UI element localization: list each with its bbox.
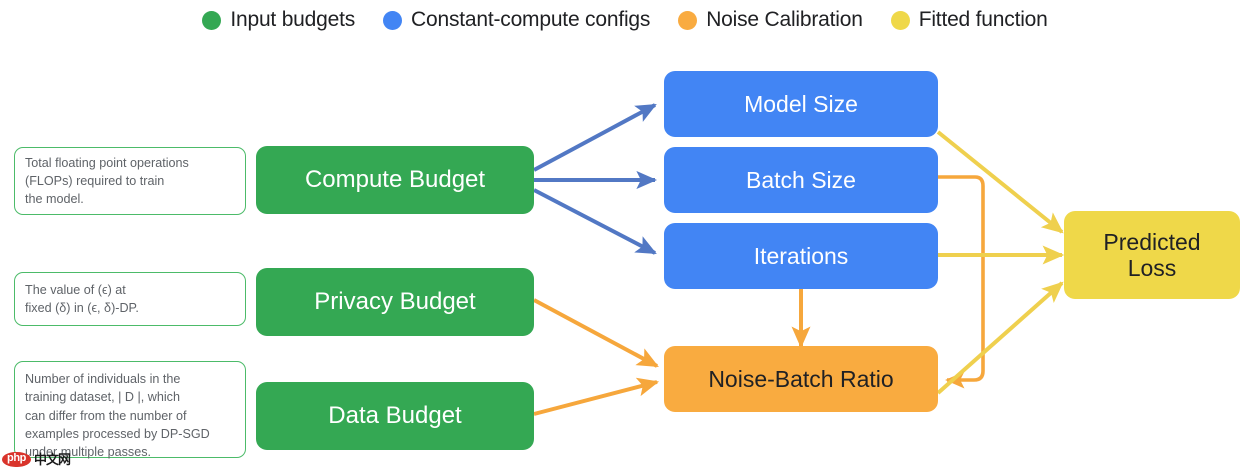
edge-batch-size-to-noise-batch-ratio: [938, 175, 985, 389]
watermark-text: 中文网: [33, 452, 71, 468]
edge-model-size-to-predicted-loss: [936, 130, 1064, 234]
node-compute-budget[interactable]: Compute Budget: [256, 146, 534, 214]
circle-icon: [383, 10, 403, 30]
node-predicted-loss[interactable]: Predicted Loss: [1064, 211, 1240, 299]
node-iterations[interactable]: Iterations: [664, 223, 938, 289]
predicted-loss-line-1: Predicted: [1103, 228, 1201, 255]
node-privacy-budget[interactable]: Privacy Budget: [256, 268, 534, 336]
note-text: Total floating point operations (FLOPs) …: [25, 155, 189, 207]
note-compute-budget: Total floating point operations (FLOPs) …: [14, 147, 246, 215]
legend-label: Input budgets: [230, 8, 356, 31]
edge-privacy-to-noise-batch-ratio: [533, 298, 659, 368]
predicted-loss-line-2: Loss: [1127, 255, 1177, 281]
legend-label: Noise Calibration: [706, 8, 863, 31]
legend-label: Fitted function: [918, 8, 1048, 31]
circle-icon: [678, 10, 698, 30]
node-batch-size[interactable]: Batch Size: [664, 147, 938, 213]
edge-compute-to-model-size: [533, 103, 657, 172]
legend-item-fitted-function: Fitted function: [890, 8, 1048, 32]
legend-item-noise-calibration: Noise Calibration: [678, 8, 863, 32]
circle-icon: [890, 10, 910, 30]
edge-compute-to-iterations: [533, 188, 657, 255]
legend-item-input-budgets: Input budgets: [202, 8, 355, 32]
node-model-size[interactable]: Model Size: [664, 71, 938, 137]
legend-label: Constant-compute configs: [411, 8, 651, 31]
edge-noise-batch-ratio-to-predicted-loss: [936, 281, 1064, 395]
legend: Input budgets Constant-compute configs N…: [0, 0, 1250, 40]
watermark-badge: php: [2, 452, 31, 467]
note-privacy-budget: The value of (ϵ) at fixed (δ) in (ϵ, δ)-…: [14, 272, 246, 326]
node-noise-batch-ratio[interactable]: Noise-Batch Ratio: [664, 346, 938, 412]
note-data-budget: Number of individuals in the training da…: [14, 361, 246, 459]
circle-icon: [202, 10, 222, 30]
note-text: Number of individuals in the training da…: [25, 372, 210, 459]
edge-data-to-noise-batch-ratio: [533, 377, 660, 416]
note-text: The value of (ϵ) at fixed (δ) in (ϵ, δ)-…: [25, 282, 139, 315]
node-data-budget[interactable]: Data Budget: [256, 382, 534, 450]
legend-item-constant-compute-configs: Constant-compute configs: [383, 8, 650, 32]
watermark: php 中文网: [2, 452, 71, 468]
